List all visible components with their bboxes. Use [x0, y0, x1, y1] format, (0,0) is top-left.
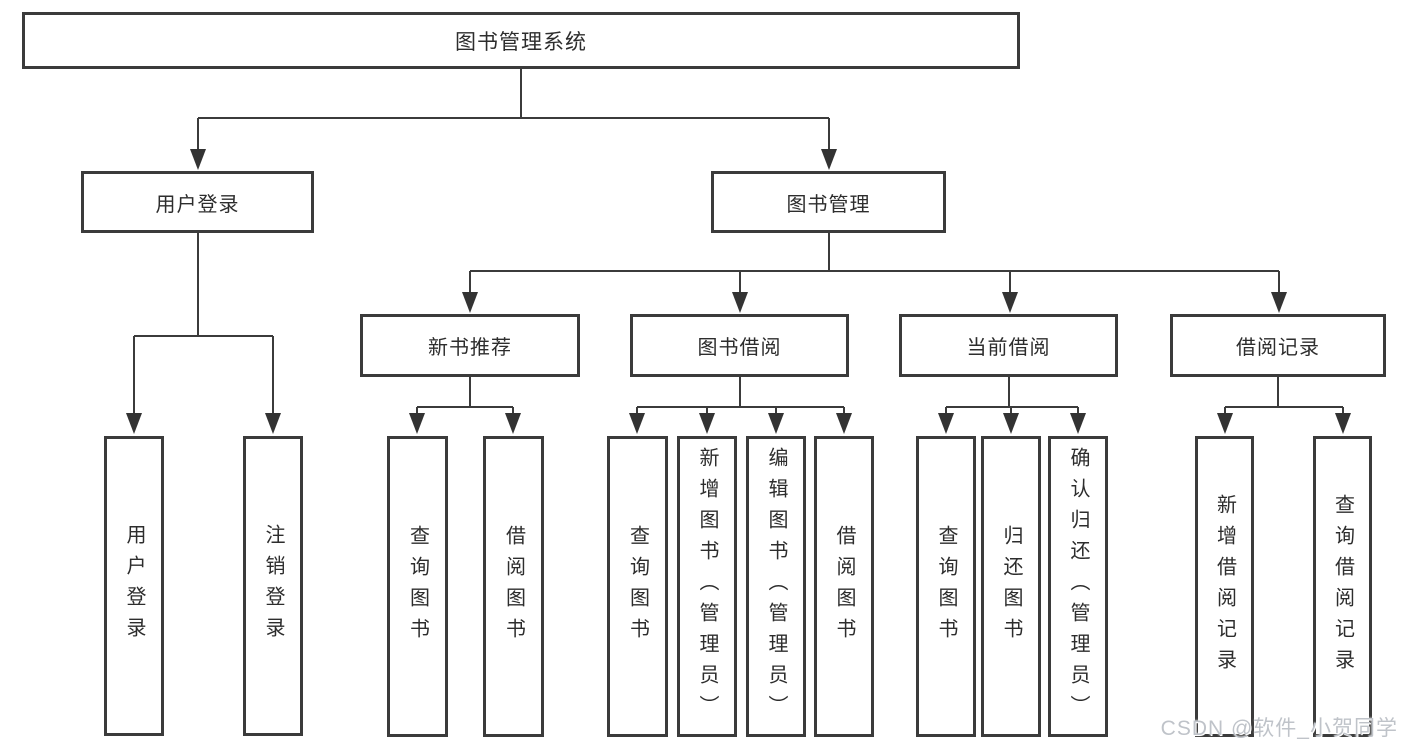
node-label: 注销登录 — [262, 524, 284, 648]
node-label: 查询借阅记录 — [1331, 493, 1354, 680]
arrow-down-icon — [699, 413, 715, 434]
leaf-confirm-return-admin: 确认归还（管理员） — [1048, 436, 1108, 737]
node-label: 新增图书（管理员） — [696, 447, 718, 726]
arrow-down-icon — [1217, 413, 1233, 434]
node-label: 用户登录 — [123, 524, 145, 648]
csdn-watermark: CSDN @软件_小贺同学 — [1160, 717, 1398, 740]
leaf-query-borrow-record: 查询借阅记录 — [1313, 436, 1372, 737]
arrow-down-icon — [1070, 413, 1086, 434]
arrow-down-icon — [1335, 413, 1351, 434]
node-user-login: 用户登录 — [81, 171, 314, 233]
node-new-book-recommend: 新书推荐 — [360, 314, 580, 377]
node-label: 借阅图书 — [833, 524, 855, 649]
leaf-edit-books-admin: 编辑图书（管理员） — [746, 436, 806, 737]
arrow-down-icon — [462, 292, 478, 313]
node-label: 图书管理系统 — [455, 30, 587, 54]
node-label: 图书借阅 — [697, 337, 782, 359]
arrow-down-icon — [732, 292, 748, 313]
node-label: 借阅图书 — [502, 524, 525, 649]
node-label: 查询图书 — [406, 524, 429, 649]
node-label: 确认归还（管理员） — [1067, 447, 1089, 726]
arrow-down-icon — [1271, 292, 1287, 313]
leaf-query-books-3: 查询图书 — [916, 436, 976, 737]
node-library-management-system: 图书管理系统 — [22, 12, 1020, 69]
arrow-down-icon — [1002, 292, 1018, 313]
node-label: 借阅记录 — [1236, 337, 1320, 359]
arrow-down-icon — [938, 413, 954, 434]
arrow-down-icon — [409, 413, 425, 434]
node-label: 新增借阅记录 — [1213, 493, 1236, 680]
node-label: 当前借阅 — [966, 337, 1051, 359]
leaf-borrow-books-2: 借阅图书 — [814, 436, 874, 737]
arrow-down-icon — [126, 413, 142, 434]
arrow-down-icon — [821, 149, 837, 170]
node-label: 编辑图书（管理员） — [765, 447, 787, 726]
arrow-down-icon — [190, 149, 206, 170]
node-label: 新书推荐 — [428, 337, 512, 359]
leaf-add-borrow-record: 新增借阅记录 — [1195, 436, 1254, 737]
leaf-query-books-1: 查询图书 — [387, 436, 448, 737]
arrow-down-icon — [1003, 413, 1019, 434]
arrow-down-icon — [836, 413, 852, 434]
node-label: 用户登录 — [155, 193, 240, 216]
node-current-borrowing: 当前借阅 — [899, 314, 1118, 377]
node-label: 查询图书 — [935, 524, 957, 649]
leaf-borrow-books-1: 借阅图书 — [483, 436, 544, 737]
node-label: 查询图书 — [626, 524, 649, 649]
leaf-query-books-2: 查询图书 — [607, 436, 668, 737]
arrow-down-icon — [265, 413, 281, 434]
arrow-down-icon — [505, 413, 521, 434]
arrow-down-icon — [629, 413, 645, 434]
leaf-logout: 注销登录 — [243, 436, 303, 736]
leaf-user-login: 用户登录 — [104, 436, 164, 736]
leaf-return-books: 归还图书 — [981, 436, 1041, 737]
leaf-add-books-admin: 新增图书（管理员） — [677, 436, 737, 737]
node-label: 归还图书 — [1000, 524, 1022, 649]
arrow-down-icon — [768, 413, 784, 434]
node-book-management: 图书管理 — [711, 171, 946, 233]
node-borrowing-records: 借阅记录 — [1170, 314, 1386, 377]
node-label: 图书管理 — [786, 193, 871, 216]
node-book-borrowing: 图书借阅 — [630, 314, 849, 377]
